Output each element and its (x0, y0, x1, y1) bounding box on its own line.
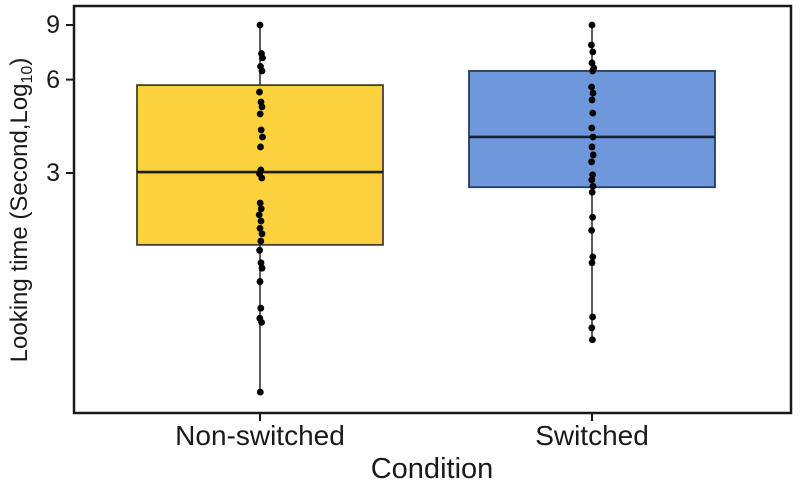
jitter-point-switched (588, 143, 596, 151)
jitter-point-switched (589, 151, 597, 159)
jitter-point-switched (589, 133, 597, 141)
jitter-point-switched (589, 213, 596, 221)
x-tick-label-switched: Switched (535, 420, 649, 451)
jitter-point-switched (589, 171, 596, 179)
jitter-point-non-switched (256, 278, 264, 285)
x-axis-title: Condition (370, 453, 494, 485)
jitter-point-switched (588, 259, 596, 267)
jitter-point-switched (589, 313, 596, 321)
jitter-point-non-switched (256, 21, 264, 29)
jitter-point-non-switched (258, 318, 265, 326)
jitter-point-switched (589, 67, 596, 75)
jitter-point-switched (589, 109, 597, 117)
jitter-point-non-switched (256, 88, 263, 96)
jitter-point-switched (589, 182, 597, 190)
jitter-point-non-switched (259, 54, 266, 62)
jitter-point-non-switched (256, 110, 264, 118)
jitter-point-non-switched (257, 217, 265, 225)
jitter-point-non-switched (257, 143, 264, 151)
jitter-point-switched (589, 336, 596, 344)
jitter-point-switched (588, 21, 596, 29)
y-axis-title-text: Looking time (Second,Log (6, 83, 33, 363)
y-tick-label-3: 3 (46, 158, 60, 187)
panel-frame (72, 4, 793, 415)
jitter-point-non-switched (257, 237, 265, 245)
jitter-point-non-switched (257, 304, 265, 312)
jitter-point-non-switched (257, 259, 265, 267)
jitter-point-non-switched (258, 174, 266, 182)
jitter-point-switched (588, 324, 596, 332)
jitter-point-non-switched (257, 126, 265, 134)
jitter-point-non-switched (259, 133, 266, 141)
jitter-point-non-switched (256, 246, 263, 254)
jitter-point-switched (588, 176, 596, 184)
jitter-point-switched (588, 83, 595, 91)
jitter-point-non-switched (255, 211, 263, 219)
jitter-point-switched (588, 226, 595, 234)
jitter-point-switched (588, 41, 595, 49)
jitter-point-non-switched (258, 264, 266, 272)
jitter-point-non-switched (258, 230, 266, 238)
jitter-point-switched (589, 48, 597, 56)
jitter-point-non-switched (258, 67, 266, 75)
y-tick-label-9: 9 (46, 10, 60, 39)
jitter-point-switched (589, 89, 597, 97)
jitter-point-non-switched (257, 205, 265, 213)
jitter-point-switched (588, 158, 595, 166)
jitter-point-switched (588, 188, 596, 196)
jitter-point-switched (588, 124, 596, 132)
x-tick-label-non-switched: Non-switched (175, 420, 345, 451)
y-tick-label-6: 6 (46, 65, 60, 94)
jitter-point-non-switched (256, 199, 264, 207)
jitter-point-switched (588, 96, 596, 104)
jitter-point-non-switched (256, 224, 264, 232)
jitter-point-non-switched (258, 103, 266, 111)
jitter-point-switched (589, 253, 597, 261)
jitter-point-non-switched (256, 388, 264, 396)
